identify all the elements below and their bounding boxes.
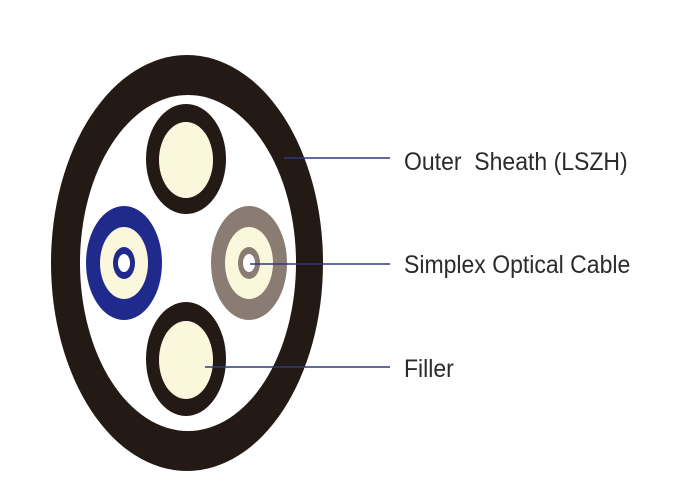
filler-label: Filler — [404, 355, 454, 383]
filler-top-core — [159, 122, 213, 198]
inner-space — [80, 95, 296, 431]
outer-sheath-label: Outer Sheath (LSZH) — [404, 148, 628, 176]
filler-bottom-core — [159, 321, 213, 399]
simplex-left-fiber — [118, 254, 130, 272]
simplex-right-fiber — [243, 254, 255, 272]
simplex-optical-cable-label: Simplex Optical Cable — [404, 251, 631, 279]
